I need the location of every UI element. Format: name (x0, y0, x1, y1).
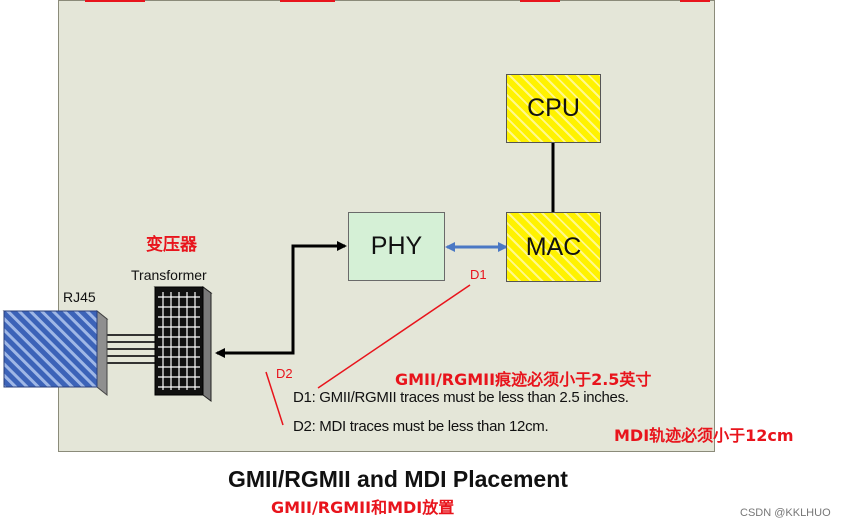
cpu-block: CPU (506, 74, 601, 143)
rj45-label: RJ45 (63, 289, 96, 305)
phy-label: PHY (370, 232, 423, 260)
cropped-top-annotation (0, 0, 842, 3)
d2-note: D2: MDI traces must be less than 12cm. (293, 418, 549, 435)
rj45-connector (2, 309, 109, 397)
transformer-label: Transformer (131, 267, 207, 283)
d2-pointer-line (265, 371, 284, 426)
rj45-transformer-wires (105, 334, 155, 364)
phy-transformer-link (215, 241, 347, 358)
diagram-title-cn: GMII/RGMII和MDI放置 (271, 498, 455, 517)
d1-pointer-line (317, 284, 471, 389)
cpu-label: CPU (527, 94, 580, 122)
phy-block: PHY (348, 212, 445, 281)
d1-tag: D1 (470, 267, 487, 282)
d2-tag: D2 (276, 366, 293, 381)
mac-block: MAC (506, 212, 601, 282)
diagram-title: GMII/RGMII and MDI Placement (228, 466, 568, 492)
transformer-block (153, 286, 213, 402)
d1-note: D1: GMII/RGMII traces must be less than … (293, 389, 629, 406)
transformer-cn-label: 变压器 (146, 235, 197, 255)
d2-note-cn: MDI轨迹必须小于12cm (614, 426, 794, 445)
d1-note-cn: GMII/RGMII痕迹必须小于2.5英寸 (395, 370, 652, 389)
mac-label: MAC (525, 232, 582, 261)
watermark: CSDN @KKLHUO (740, 507, 831, 519)
